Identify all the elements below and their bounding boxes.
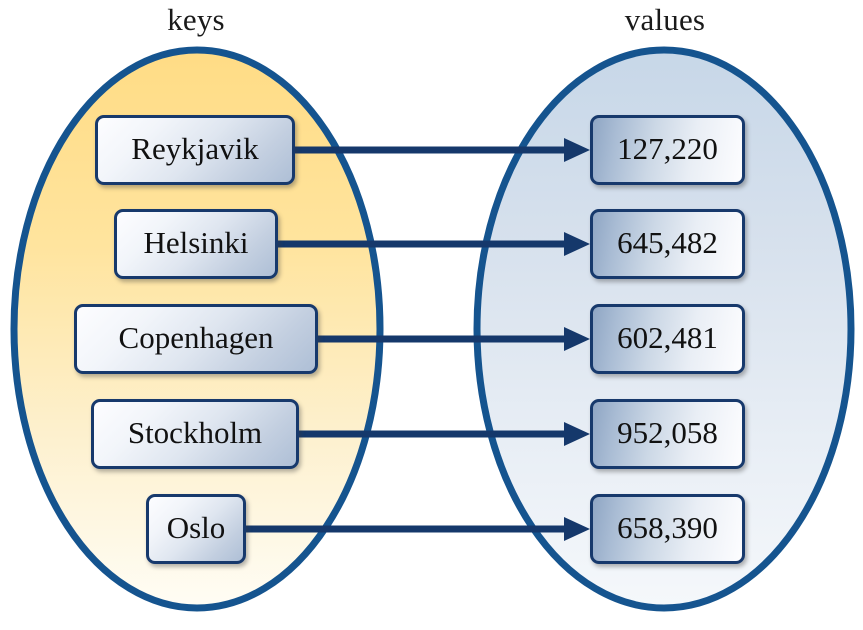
- arrow-row-1: [295, 138, 590, 162]
- value-node-3[interactable]: 602,481: [590, 304, 745, 374]
- key-node-stockholm[interactable]: Stockholm: [91, 399, 299, 469]
- arrow-row-2: [278, 232, 590, 256]
- value-label: 602,481: [617, 319, 718, 355]
- key-label: Stockholm: [127, 414, 263, 450]
- value-label: 645,482: [617, 224, 718, 260]
- value-node-2[interactable]: 645,482: [590, 209, 745, 279]
- value-label: 127,220: [617, 130, 718, 166]
- arrow-row-4: [299, 422, 590, 446]
- key-node-reykjavik[interactable]: Reykjavik: [95, 115, 295, 185]
- key-node-copenhagen[interactable]: Copenhagen: [74, 304, 318, 374]
- key-label: Oslo: [166, 509, 226, 545]
- key-label: Copenhagen: [118, 319, 274, 355]
- value-label: 658,390: [617, 509, 718, 545]
- key-label: Helsinki: [143, 224, 249, 260]
- values-caption: values: [624, 2, 706, 37]
- value-node-4[interactable]: 952,058: [590, 399, 745, 469]
- value-node-1[interactable]: 127,220: [590, 115, 745, 185]
- value-node-5[interactable]: 658,390: [590, 494, 745, 564]
- key-label: Reykjavik: [131, 130, 259, 166]
- arrow-row-5: [246, 517, 590, 541]
- key-node-oslo[interactable]: Oslo: [146, 494, 246, 564]
- arrow-row-3: [318, 327, 590, 351]
- value-label: 952,058: [617, 414, 718, 450]
- keys-caption: keys: [167, 2, 225, 37]
- key-node-helsinki[interactable]: Helsinki: [114, 209, 278, 279]
